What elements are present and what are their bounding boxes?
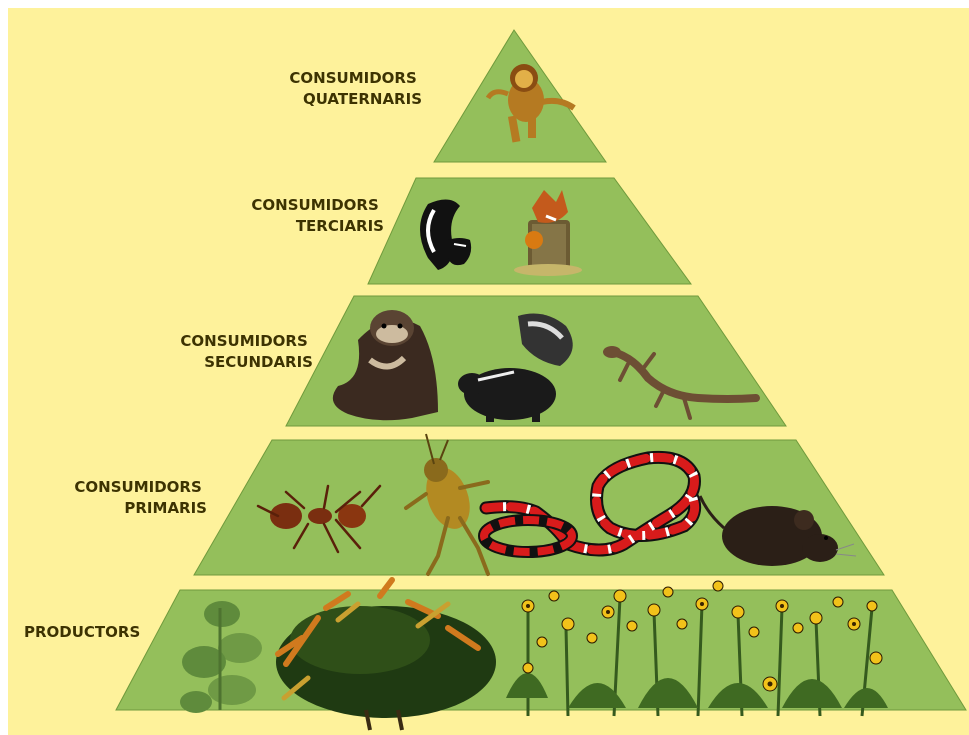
label-primaris-line1: CONSUMIDORS [74, 478, 201, 496]
label-secundaris-line2: SECUNDARIS [204, 353, 313, 371]
label-productors-line1: PRODUCTORS [24, 623, 140, 641]
label-quaternaris-line1: CONSUMIDORS [289, 69, 416, 87]
label-productors: PRODUCTORS [24, 623, 140, 641]
label-terciaris: CONSUMIDORS TERCIARIS [251, 196, 384, 235]
label-quaternaris: CONSUMIDORS QUATERNARIS [289, 69, 422, 108]
label-primaris: CONSUMIDORS PRIMARIS [74, 478, 207, 517]
label-secundaris: CONSUMIDORS SECUNDARIS [180, 332, 313, 371]
pyramid-svg: CONSUMIDORS QUATERNARIS CONSUMIDORS TERC… [8, 8, 969, 735]
label-quaternaris-line2: QUATERNARIS [303, 90, 422, 108]
pyramid-diagram: CONSUMIDORS QUATERNARIS CONSUMIDORS TERC… [8, 8, 969, 735]
label-secundaris-line1: CONSUMIDORS [180, 332, 307, 350]
label-primaris-line2: PRIMARIS [124, 499, 207, 517]
label-terciaris-line1: CONSUMIDORS [251, 196, 378, 214]
label-terciaris-line2: TERCIARIS [296, 217, 384, 235]
